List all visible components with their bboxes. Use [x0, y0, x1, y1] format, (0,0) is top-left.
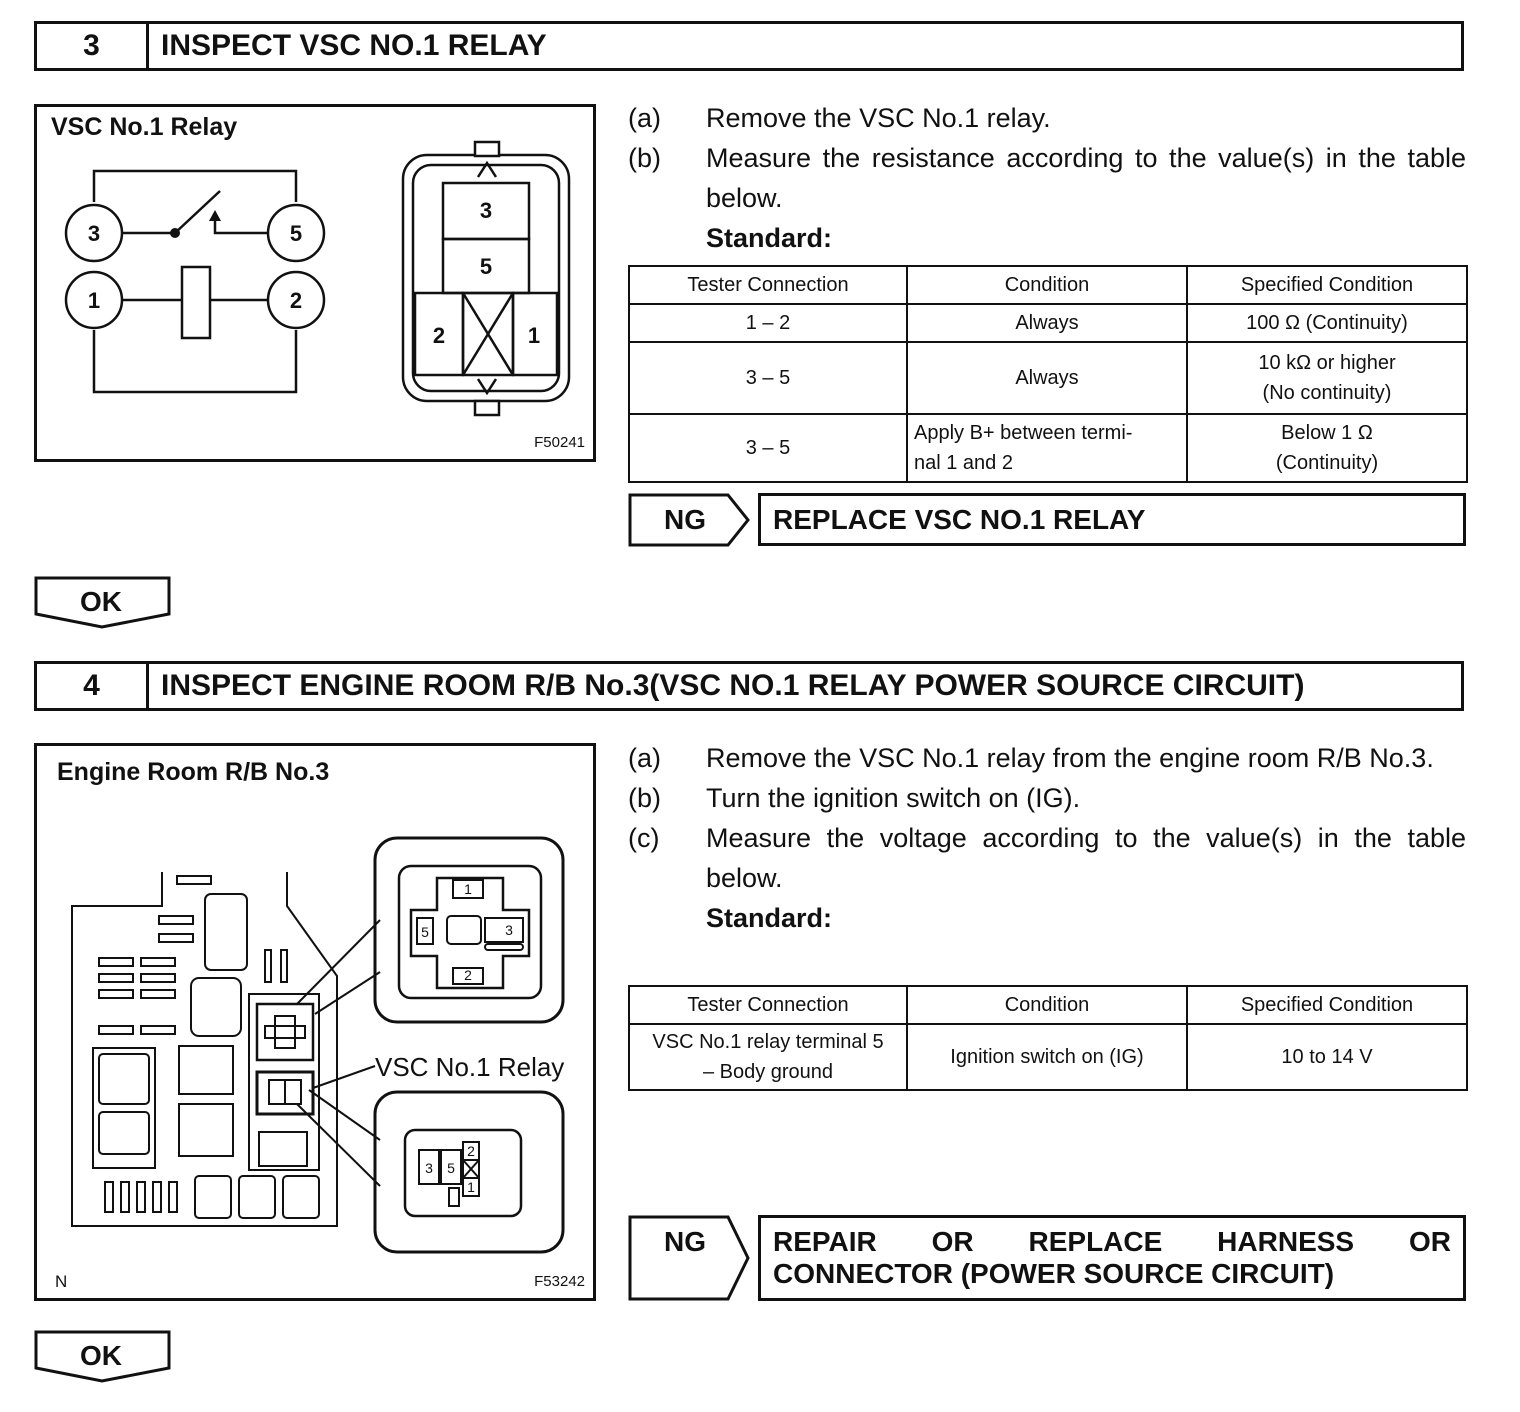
table-header: Specified Condition	[1186, 265, 1468, 305]
step4-ng-result-line2: CONNECTOR (POWER SOURCE CIRCUIT)	[773, 1258, 1335, 1289]
table-header: Specified Condition	[1186, 985, 1468, 1025]
step3-instructions: (a) Remove the VSC No.1 relay. (b) Measu…	[628, 98, 1466, 258]
inset-terminal-5: 5	[421, 924, 429, 940]
step4-number: 4	[37, 664, 149, 708]
inset-terminal-1: 1	[464, 881, 472, 897]
circuit-terminal-3: 3	[88, 221, 100, 246]
socket-terminal-3: 3	[425, 1160, 433, 1176]
step4-instruction-b: (b) Turn the ignition switch on (IG).	[628, 783, 1081, 813]
step3-ok-arrow	[34, 576, 171, 629]
step4-figure-code: F53242	[534, 1273, 585, 1290]
step3-figure-code: F50241	[534, 434, 585, 451]
table-header: Condition	[906, 265, 1188, 305]
step4-instructions: (a) Remove the VSC No.1 relay from the e…	[628, 738, 1466, 938]
table-row: VSC No.1 relay terminal 5– Body ground I…	[628, 1023, 1468, 1091]
step4-figure-title: Engine Room R/B No.3	[57, 758, 330, 786]
step4-spec-table: Tester Connection Condition Specified Co…	[628, 985, 1468, 1091]
circuit-terminal-5: 5	[290, 221, 302, 246]
circuit-terminal-1: 1	[88, 288, 100, 313]
socket-terminal-5: 5	[447, 1160, 455, 1176]
step4-instruction-c: (c) Measure the voltage according to the…	[628, 823, 1466, 893]
step3-ng-result: REPLACE VSC NO.1 RELAY	[758, 493, 1466, 546]
table-row: 1 – 2 Always 100 Ω (Continuity)	[628, 303, 1468, 343]
relay-terminal-2: 2	[433, 323, 445, 348]
inset-terminal-2: 2	[464, 967, 472, 983]
relay-terminal-5: 5	[480, 254, 492, 279]
socket-terminal-2: 2	[467, 1143, 475, 1159]
step3-header: 3 INSPECT VSC NO.1 RELAY	[34, 21, 1464, 71]
step3-title: INSPECT VSC NO.1 RELAY	[161, 29, 547, 62]
step4-figure: Engine Room R/B No.3	[34, 743, 596, 1301]
circuit-terminal-2: 2	[290, 288, 302, 313]
table-header: Tester Connection	[628, 265, 908, 305]
step4-ok-arrow	[34, 1330, 171, 1383]
step3-spec-table: Tester Connection Condition Specified Co…	[628, 265, 1468, 483]
vsc-relay-callout: VSC No.1 Relay	[375, 1052, 565, 1082]
step3-standard-label: Standard:	[706, 223, 833, 253]
step3-instruction-b: (b) Measure the resistance according to …	[628, 143, 1466, 213]
table-row: 3 – 5 Apply B+ between termi-nal 1 and 2…	[628, 413, 1468, 483]
relay-terminal-3: 3	[480, 198, 492, 223]
step3-ng-tag	[628, 493, 750, 547]
step4-ng-tag	[628, 1215, 750, 1301]
step4-ng-result-line1: REPAIR OR REPLACE HARNESS OR	[773, 1226, 1451, 1257]
step4-header: 4 INSPECT ENGINE ROOM R/B No.3(VSC NO.1 …	[34, 661, 1464, 711]
table-header: Tester Connection	[628, 985, 908, 1025]
step3-number: 3	[37, 24, 149, 68]
step4-title: INSPECT ENGINE ROOM R/B No.3(VSC NO.1 RE…	[161, 669, 1305, 702]
step4-ng-result: REPAIR OR REPLACE HARNESS OR CONNECTOR (…	[758, 1215, 1466, 1301]
step3-figure-title: VSC No.1 Relay	[51, 113, 238, 141]
relay-block-diagram: 1 5 3 2 3 5 2 1	[71, 836, 565, 1254]
socket-terminal-1: 1	[467, 1179, 475, 1195]
step4-ok-label: OK	[80, 1340, 122, 1371]
step4-corner-mark: N	[55, 1272, 68, 1291]
table-header: Condition	[906, 985, 1188, 1025]
table-row: 3 – 5 Always 10 kΩ or higher(No continui…	[628, 341, 1468, 415]
inset-terminal-3: 3	[505, 922, 513, 938]
step4-instruction-a: (a) Remove the VSC No.1 relay from the e…	[628, 743, 1434, 773]
relay-circuit-diagram: 3 5 1 2 3 5 2 1	[64, 140, 571, 417]
step3-ok-label: OK	[80, 586, 122, 617]
step3-instruction-a: (a) Remove the VSC No.1 relay.	[628, 103, 1051, 133]
relay-terminal-1: 1	[528, 323, 540, 348]
step3-ng-label: NG	[664, 504, 706, 535]
step4-standard-label: Standard:	[706, 903, 833, 933]
step3-figure: VSC No.1 Relay 3 5 1 2	[34, 104, 596, 462]
step4-ng-label: NG	[664, 1226, 706, 1257]
